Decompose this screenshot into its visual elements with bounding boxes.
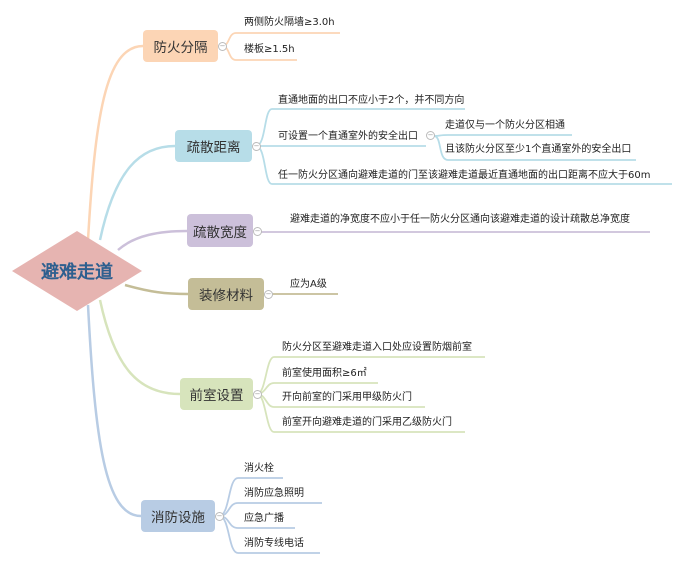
branch-anteroom[interactable]: 前室设置 [180,378,253,410]
branch-fire-facilities[interactable]: 消防设施 [141,500,215,532]
leaf-item[interactable]: 可设置一个直通室外的安全出口 [278,131,418,142]
branch-decoration-materials[interactable]: 装修材料 [188,278,264,310]
leaf-item[interactable]: 防火分区至避难走道入口处应设置防烟前室 [282,342,472,353]
branch-evacuation-distance[interactable]: 疏散距离 [175,130,252,162]
branch-evacuation-width[interactable]: 疏散宽度 [187,214,253,247]
branch-label: 前室设置 [189,388,244,404]
root-node[interactable]: 避难走道 [12,231,142,311]
collapse-toggle[interactable]: − [253,390,262,399]
branch-label: 疏散宽度 [193,224,247,241]
leaf-item[interactable]: 楼板≥1.5h [244,44,295,55]
leaf-item[interactable]: 消火栓 [244,463,274,474]
branch-label: 消防设施 [151,510,205,526]
branch-label: 疏散距离 [186,140,241,156]
leaf-item[interactable]: 直通地面的出口不应小于2个，并不同方向 [278,95,465,106]
collapse-toggle[interactable]: − [426,131,435,140]
root-diamond [12,231,142,311]
branch-label: 装修材料 [199,288,253,304]
leaf-item[interactable]: 消防应急照明 [244,488,304,499]
sub-leaf-item[interactable]: 走道仅与一个防火分区相通 [445,120,565,131]
collapse-toggle[interactable]: − [253,227,262,236]
collapse-toggle[interactable]: − [215,512,224,521]
branch-fire-separation[interactable]: 防火分隔 [143,30,218,62]
collapse-toggle[interactable]: − [252,142,261,151]
leaf-item[interactable]: 应急广播 [244,513,284,524]
leaf-item[interactable]: 任一防火分区通向避难走道的门至该避难走道最近直通地面的出口距离不应大于60m [278,170,651,181]
collapse-toggle[interactable]: − [264,290,273,299]
leaf-item[interactable]: 消防专线电话 [244,538,304,549]
leaf-item[interactable]: 两侧防火隔墙≥3.0h [244,17,335,28]
leaf-item[interactable]: 开向前室的门采用甲级防火门 [282,392,412,403]
collapse-toggle[interactable]: − [218,42,227,51]
leaf-item[interactable]: 前室开向避难走道的门采用乙级防火门 [282,417,452,428]
leaf-item[interactable]: 避难走道的净宽度不应小于任一防火分区通向该避难走道的设计疏散总净宽度 [290,214,630,225]
root-label: 避难走道 [41,262,113,283]
leaf-item[interactable]: 前室使用面积≥6㎡ [282,368,367,379]
leaf-item[interactable]: 应为A级 [290,279,327,290]
sub-leaf-item[interactable]: 且该防火分区至少1个直通室外的安全出口 [445,144,632,155]
branch-label: 防火分隔 [153,40,208,56]
